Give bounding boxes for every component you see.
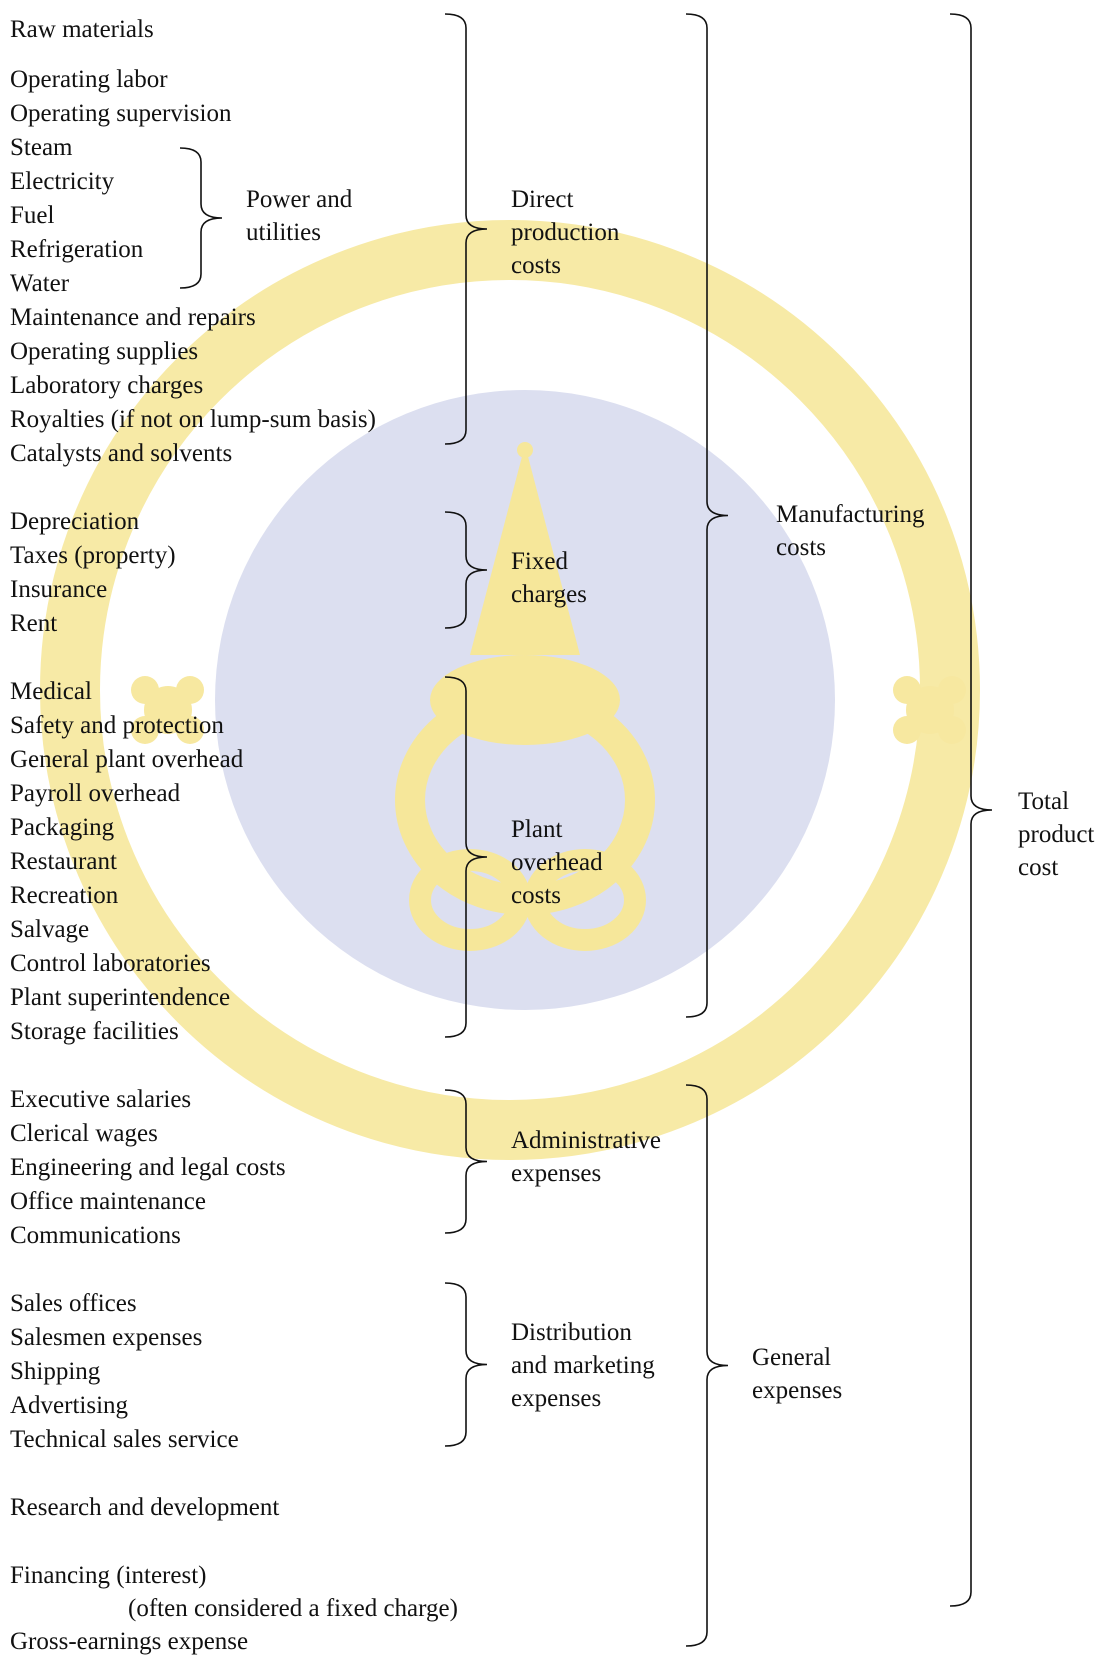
brace-total-product-cost [949, 13, 993, 1607]
label-line: costs [511, 252, 561, 279]
item-engineering-legal: Engineering and legal costs [10, 1154, 286, 1181]
label-line: Manufacturing [776, 501, 925, 528]
item-fuel: Fuel [10, 202, 55, 229]
item-salvage: Salvage [10, 916, 90, 943]
item-shipping: Shipping [10, 1358, 101, 1385]
item-taxes: Taxes (property) [10, 542, 176, 569]
item-royalties: Royalties (if not on lump-sum basis) [10, 406, 376, 433]
label-line: product [1018, 821, 1095, 848]
item-clerical-wages: Clerical wages [10, 1120, 158, 1147]
item-research: Research and development [10, 1494, 280, 1521]
label-line: Direct [511, 186, 574, 213]
seal-crown-top-dot [517, 442, 533, 458]
item-technical-sales: Technical sales service [10, 1426, 239, 1453]
label-line: costs [511, 882, 561, 909]
item-laboratory-charges: Laboratory charges [10, 372, 204, 399]
item-operating-supplies: Operating supplies [10, 338, 199, 365]
label-line: production [511, 219, 620, 246]
label-line: Total [1018, 788, 1070, 815]
item-maintenance: Maintenance and repairs [10, 304, 256, 331]
label-line: cost [1018, 854, 1059, 881]
brace-power-utilities [179, 147, 223, 289]
label-line: Power and [246, 186, 353, 213]
label-line: Fixed [511, 548, 568, 575]
item-control-laboratories: Control laboratories [10, 950, 211, 977]
item-payroll-overhead: Payroll overhead [10, 780, 181, 807]
item-depreciation: Depreciation [10, 508, 140, 535]
item-advertising: Advertising [10, 1392, 129, 1419]
brace-fixed-charges [444, 511, 488, 629]
item-operating-labor: Operating labor [10, 66, 168, 93]
brace-plant-overhead [444, 676, 488, 1038]
item-steam: Steam [10, 134, 73, 161]
brace-manufacturing [685, 13, 729, 1018]
item-catalysts: Catalysts and solvents [10, 440, 233, 467]
item-insurance: Insurance [10, 576, 108, 603]
item-medical: Medical [10, 678, 92, 705]
item-refrigeration: Refrigeration [10, 236, 144, 263]
label-plant-overhead: Plant overhead costs [511, 813, 603, 912]
item-communications: Communications [10, 1222, 181, 1249]
label-line: Administrative [511, 1127, 661, 1154]
label-administrative: Administrative expenses [511, 1124, 661, 1190]
item-executive-salaries: Executive salaries [10, 1086, 192, 1113]
item-office-maintenance: Office maintenance [10, 1188, 206, 1215]
label-line: overhead [511, 849, 603, 876]
item-rent: Rent [10, 610, 58, 637]
label-line: expenses [511, 1385, 602, 1412]
item-financing: Financing (interest) [10, 1562, 207, 1589]
item-restaurant: Restaurant [10, 848, 117, 875]
seal-crown-emblem [395, 445, 655, 951]
item-operating-supervision: Operating supervision [10, 100, 232, 127]
brace-distribution [444, 1282, 488, 1447]
label-direct-production: Direct production costs [511, 183, 619, 282]
label-line: and marketing [511, 1352, 655, 1379]
label-line: charges [511, 581, 587, 608]
item-plant-superintendence: Plant superintendence [10, 984, 231, 1011]
item-salesmen-expenses: Salesmen expenses [10, 1324, 203, 1351]
brace-direct-production [444, 13, 488, 445]
item-general-plant-overhead: General plant overhead [10, 746, 244, 773]
item-storage-facilities: Storage facilities [10, 1018, 179, 1045]
seal-flower-right-icon [893, 676, 966, 744]
seal-flower-left-icon [131, 676, 204, 744]
label-general: General expenses [752, 1341, 842, 1407]
label-line: utilities [246, 219, 321, 246]
item-sales-offices: Sales offices [10, 1290, 137, 1317]
label-line: expenses [511, 1160, 602, 1187]
label-line: expenses [752, 1377, 843, 1404]
brace-general-expenses [685, 1084, 729, 1647]
label-manufacturing: Manufacturing costs [776, 498, 925, 564]
item-safety: Safety and protection [10, 712, 224, 739]
item-recreation: Recreation [10, 882, 119, 909]
label-line: Distribution [511, 1319, 632, 1346]
item-financing-note: (often considered a fixed charge) [128, 1595, 458, 1622]
label-line: General [752, 1344, 832, 1371]
label-total: Total product cost [1018, 785, 1094, 884]
item-water: Water [10, 270, 70, 297]
item-electricity: Electricity [10, 168, 115, 195]
brace-administrative [444, 1089, 488, 1234]
label-distribution: Distribution and marketing expenses [511, 1316, 655, 1415]
item-gross-earnings: Gross-earnings expense [10, 1628, 249, 1655]
item-packaging: Packaging [10, 814, 115, 841]
label-line: Plant [511, 816, 563, 843]
item-raw-materials: Raw materials [10, 16, 154, 43]
label-power-utilities: Power and utilities [246, 183, 352, 249]
label-line: costs [776, 534, 826, 561]
label-fixed-charges: Fixed charges [511, 545, 587, 611]
